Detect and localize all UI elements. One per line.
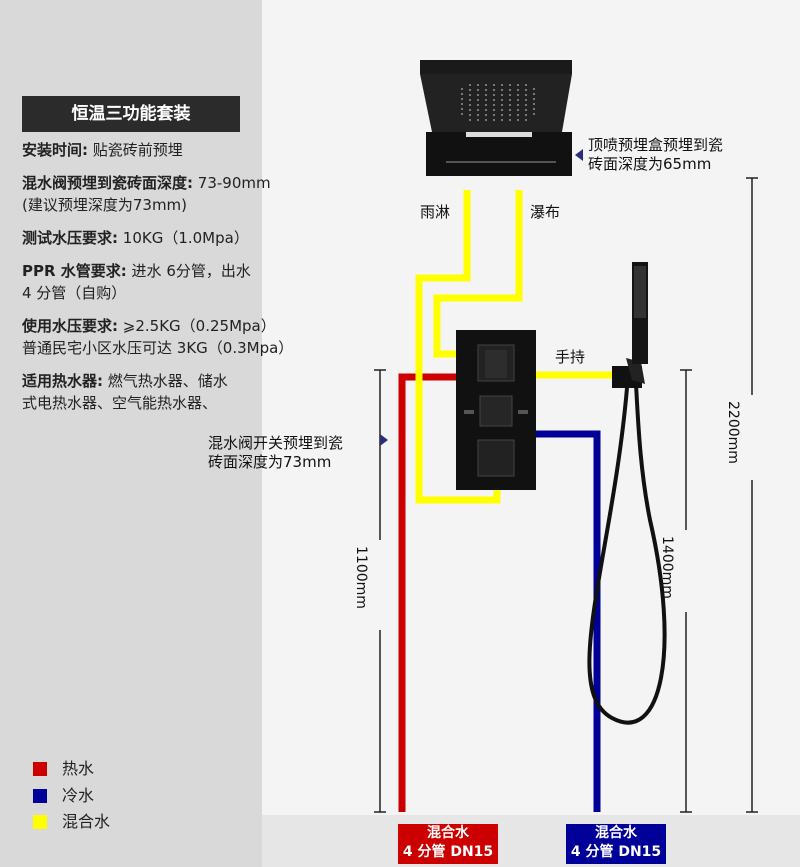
spec-depth: 混水阀预埋到瓷砖面深度: 73-90mm — [22, 174, 271, 192]
cold-pipe-tag: 混合水 4 分管 DN15 — [566, 824, 666, 864]
legend-swatch-hot — [33, 762, 47, 776]
label-handheld: 手持 — [555, 348, 586, 366]
hot-pipe-tag: 混合水 4 分管 DN15 — [398, 824, 498, 864]
spec-ppr-cont: 4 分管（自购） — [22, 284, 127, 302]
label-top-box-line1: 顶喷预埋盒预埋到瓷 — [588, 136, 724, 154]
hand-shower — [587, 262, 667, 725]
label-valve-line2: 砖面深度为73mm — [208, 453, 332, 471]
label-valve-line1: 混水阀开关预埋到瓷 — [208, 434, 344, 452]
legend-swatch-cold — [33, 789, 47, 803]
hot-pipe-tag-line1: 混合水 — [427, 825, 469, 841]
spec-depth-note: (建议预埋深度为73mm) — [22, 196, 188, 214]
spec-pressure-note: 普通民宅小区水压可达 3KG（0.3Mpa） — [22, 339, 294, 357]
top-box-pointer — [575, 149, 583, 161]
label-top-box-line2: 砖面深度为65mm — [588, 155, 712, 173]
legend-label-cold: 冷水 — [62, 786, 95, 805]
legend-label-hot: 热水 — [62, 759, 95, 778]
legend-label-mixed: 混合水 — [62, 812, 111, 831]
rain-shower-head — [420, 60, 572, 176]
dim-total-height: 2200mm — [725, 401, 741, 464]
floor-strip — [262, 815, 800, 867]
spec-install-time: 安装时间: 贴瓷砖前预埋 — [22, 141, 183, 159]
valve-pointer — [380, 434, 388, 446]
label-waterfall: 瀑布 — [530, 203, 561, 221]
spec-pressure: 使用水压要求: ⩾2.5KG（0.25Mpa） — [22, 317, 276, 335]
cold-pipe-tag-line1: 混合水 — [595, 825, 637, 841]
hot-pipe-tag-line2: 4 分管 DN15 — [402, 844, 494, 860]
spec-panel — [0, 0, 262, 867]
spec-test-pressure: 测试水压要求: 10KG（1.0Mpa） — [22, 229, 249, 247]
mixed-pipe-waterfall — [433, 190, 523, 358]
dim-valve-height: 1100mm — [353, 546, 369, 609]
label-rain: 雨淋 — [420, 203, 451, 221]
spec-ppr: PPR 水管要求: 进水 6分管，出水 — [22, 262, 251, 280]
dimension-lines — [374, 177, 758, 813]
spec-heater: 适用热水器: 燃气热水器、储水 — [22, 372, 228, 390]
mixed-pipe-rain — [415, 190, 501, 504]
cold-water-pipe — [532, 430, 601, 812]
legend-swatch-mixed — [33, 815, 47, 829]
cold-pipe-tag-line2: 4 分管 DN15 — [570, 844, 662, 860]
dim-holder-height: 1400mm — [659, 536, 675, 599]
product-title: 恒温三功能套装 — [22, 96, 240, 132]
thermostatic-valve — [456, 330, 536, 490]
spec-heater-cont: 式电热水器、空气能热水器、 — [22, 394, 218, 412]
hot-water-pipe — [398, 373, 467, 812]
